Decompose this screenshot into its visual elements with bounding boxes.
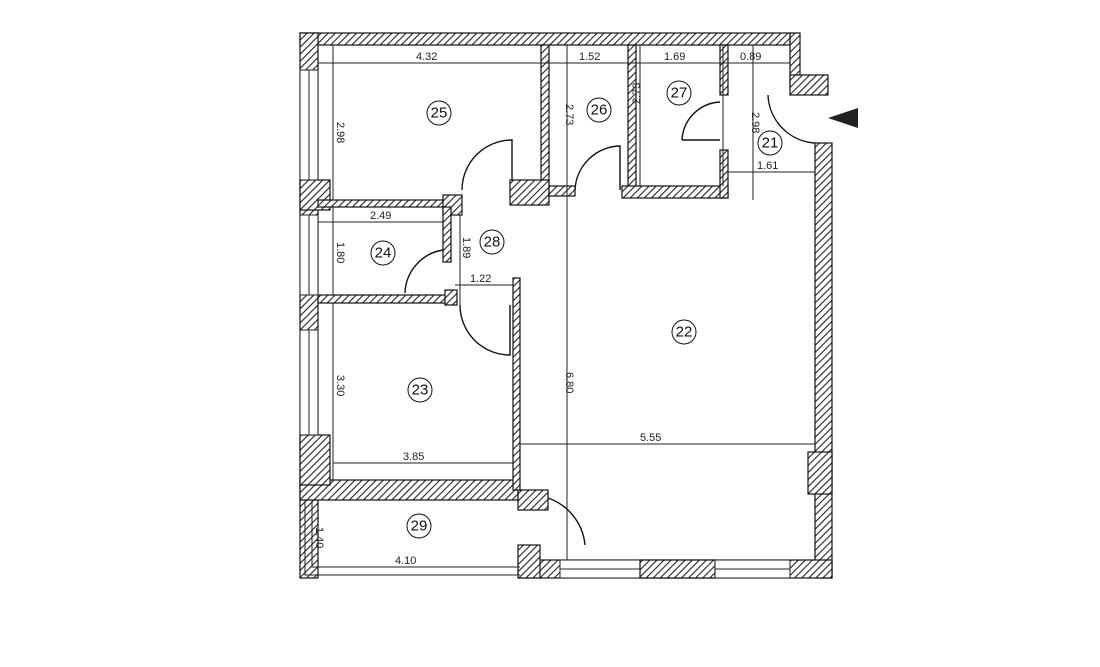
- dim-r22-width: 5.55: [640, 432, 661, 444]
- door-29: [547, 497, 586, 546]
- door-21: [767, 94, 816, 144]
- dim-r27-height: 2.73: [631, 83, 643, 104]
- doors: [404, 94, 858, 546]
- dim-r21-width: 1.61: [757, 160, 778, 172]
- door-26: [574, 145, 621, 191]
- windows: [299, 69, 791, 579]
- dim-r22-height: 6.80: [563, 372, 575, 393]
- dim-r25-width: 4.32: [416, 51, 437, 63]
- room-26: 26: [586, 97, 612, 123]
- dim-r28-width: 1.22: [470, 273, 491, 285]
- room-21: 21: [757, 130, 783, 156]
- dim-r28-height: 1.89: [460, 237, 472, 258]
- door-25: [461, 139, 513, 191]
- dim-r23-width: 3.85: [403, 451, 424, 463]
- dim-r26-width: 1.52: [579, 51, 600, 63]
- dim-r21-height: 2.98: [749, 112, 761, 133]
- room-28: 28: [479, 229, 505, 255]
- door-23: [459, 304, 511, 356]
- room-labels: 21 22 23 24 25 26 27 28 29: [370, 80, 783, 539]
- svg-text:27: 27: [671, 85, 688, 102]
- dim-r27-width: 1.69: [664, 51, 685, 63]
- svg-text:23: 23: [412, 382, 429, 399]
- svg-text:26: 26: [591, 102, 608, 119]
- svg-text:25: 25: [431, 105, 448, 122]
- room-25: 25: [426, 100, 452, 126]
- room-22: 22: [671, 319, 697, 345]
- dim-r29-width: 4.10: [395, 555, 416, 567]
- entrance-arrow-icon: [828, 108, 858, 128]
- dim-r21-width-top: 0.89: [740, 51, 761, 63]
- room-27: 27: [666, 80, 692, 106]
- svg-text:24: 24: [375, 245, 392, 262]
- svg-text:22: 22: [676, 324, 693, 341]
- room-29: 29: [406, 513, 432, 539]
- dim-r25-height: 2.98: [334, 122, 346, 143]
- dim-r26-height: 2.73: [563, 104, 575, 125]
- svg-text:29: 29: [411, 518, 428, 535]
- dim-r24-height: 1.80: [334, 242, 346, 263]
- room-24: 24: [370, 240, 396, 266]
- dim-r23-height: 3.30: [334, 375, 346, 396]
- dim-r29-height: 1.40: [313, 527, 325, 548]
- door-27: [681, 101, 721, 141]
- room-23: 23: [407, 377, 433, 403]
- dimension-labels: 4.32 2.98 1.52 2.73 1.69 2.73 0.89 2.98 …: [313, 51, 778, 567]
- dimension-lines: [318, 45, 815, 560]
- svg-text:21: 21: [762, 135, 779, 152]
- dim-r24-width: 2.49: [370, 210, 391, 222]
- svg-text:28: 28: [484, 234, 501, 251]
- door-24: [404, 249, 444, 294]
